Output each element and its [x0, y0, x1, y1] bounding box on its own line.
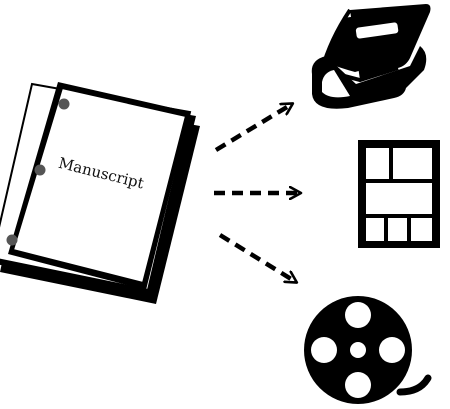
binder-ring	[6, 234, 18, 246]
arrows	[214, 102, 300, 284]
arrow-to-film	[218, 233, 296, 284]
binder-ring	[58, 98, 70, 110]
comic-page-icon	[358, 140, 440, 248]
arrow-to-book	[214, 102, 292, 152]
film-reel-icon	[304, 296, 432, 404]
manuscript-stack-icon: Manuscript	[0, 82, 200, 304]
book-icon	[311, 4, 431, 109]
film-strip-tail	[396, 374, 432, 396]
binder-ring	[34, 164, 46, 176]
